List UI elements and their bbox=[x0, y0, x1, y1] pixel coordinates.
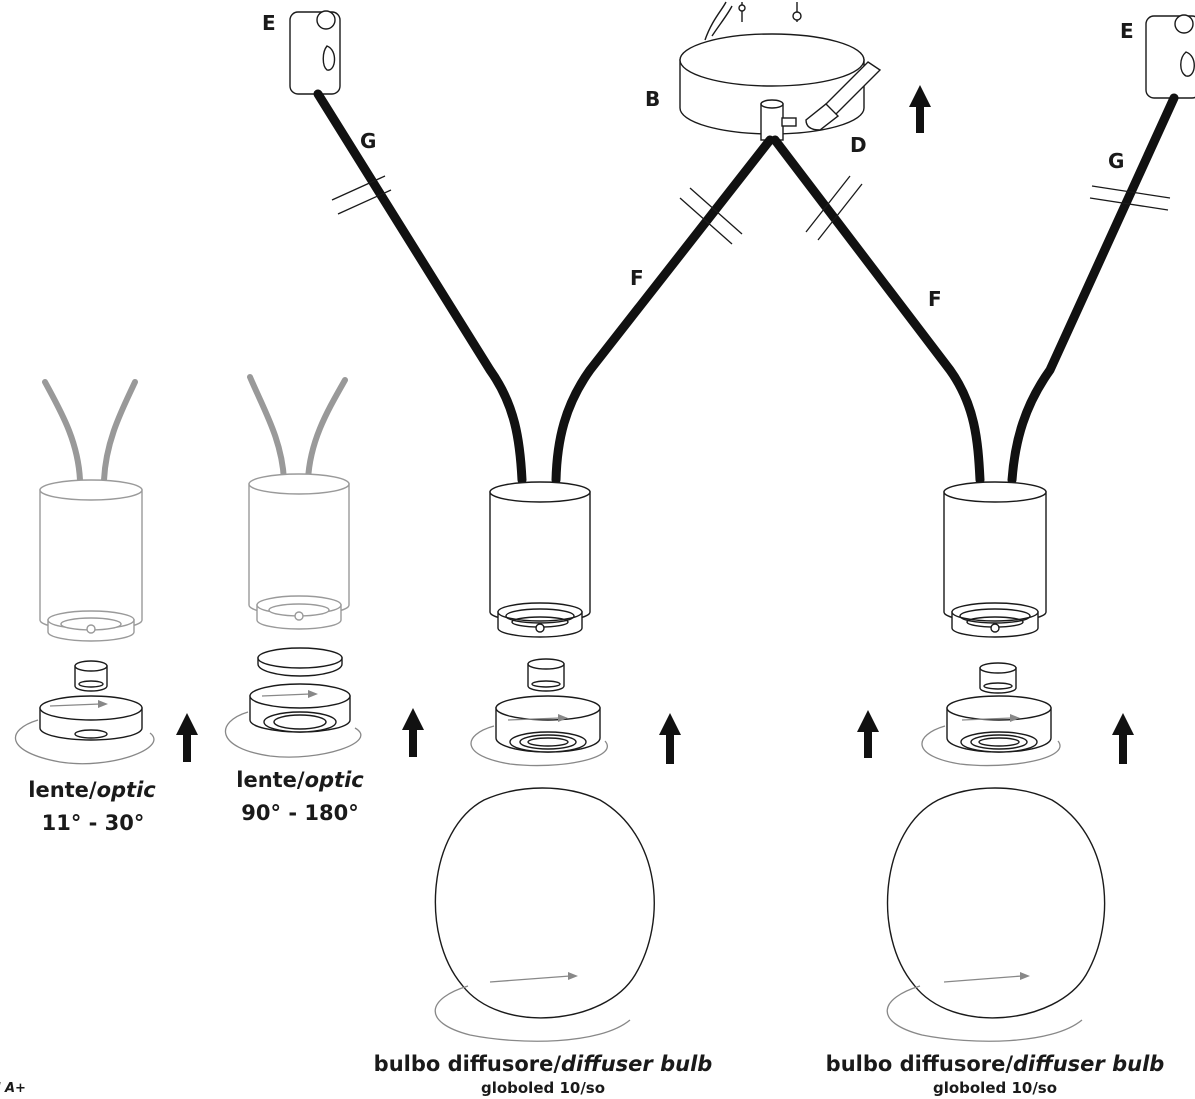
optic-2-caption-line1: lente/optic bbox=[236, 768, 364, 792]
optic-2-caption-angle: 90° - 180° bbox=[241, 801, 358, 825]
up-arrow-icon bbox=[659, 713, 681, 764]
label-g-right: G bbox=[1108, 149, 1124, 173]
up-arrow-icon bbox=[402, 708, 424, 757]
cable-anchor-right bbox=[1145, 14, 1195, 99]
optic-1-caption-angle: 11° - 30° bbox=[42, 811, 145, 835]
cable-anchor-left bbox=[289, 10, 341, 95]
ceiling-canopy bbox=[679, 1, 882, 141]
label-g-left: G bbox=[360, 129, 376, 153]
up-arrow-icon bbox=[176, 713, 198, 762]
label-d: D bbox=[850, 133, 867, 157]
lamp-unit-right bbox=[886, 481, 1106, 1042]
support-cable-g-right bbox=[1007, 93, 1179, 485]
optic-1-caption-line1: lente/optic bbox=[28, 778, 156, 802]
optic-unit-90-180 bbox=[224, 374, 362, 758]
up-arrow-icon bbox=[1112, 713, 1134, 764]
label-f-left: F bbox=[630, 266, 644, 290]
bulb-2-caption: bulbo diffusore/diffuser bulb bbox=[826, 1052, 1165, 1076]
up-arrow-icon bbox=[857, 710, 879, 758]
footer-fragment: l A+ bbox=[0, 1081, 26, 1096]
bulb-2-model: globoled 10/so bbox=[933, 1079, 1057, 1097]
label-e-right: E bbox=[1120, 19, 1134, 43]
power-cable-f-left bbox=[551, 135, 775, 485]
bulb-1-model: globoled 10/so bbox=[481, 1079, 605, 1097]
label-e-left: E bbox=[262, 11, 276, 35]
support-cable-g-left bbox=[313, 89, 527, 485]
lamp-unit-left bbox=[434, 481, 655, 1042]
power-cable-f-right bbox=[770, 135, 985, 485]
label-f-right: F bbox=[928, 287, 942, 311]
bulb-1-caption: bulbo diffusore/diffuser bulb bbox=[374, 1052, 713, 1076]
up-arrow-icon bbox=[909, 85, 931, 133]
optic-unit-11-30 bbox=[14, 379, 155, 765]
label-b: B bbox=[645, 87, 660, 111]
screwdriver-icon bbox=[805, 61, 882, 131]
